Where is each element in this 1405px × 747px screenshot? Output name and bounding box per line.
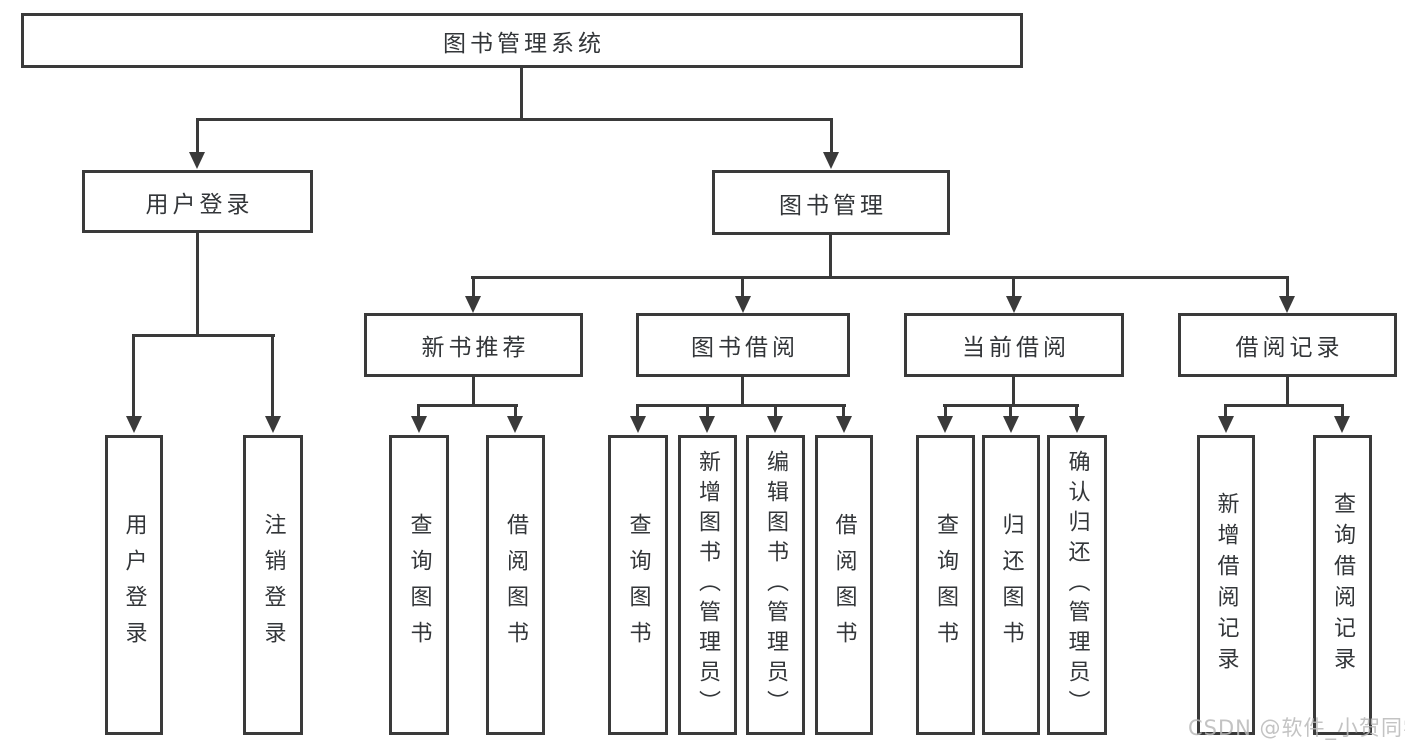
connector-line (636, 404, 639, 418)
connector-line (196, 118, 833, 121)
connector-line (829, 235, 832, 278)
arrow-down-icon (836, 416, 852, 433)
leaf-logout: 注销登录 (243, 435, 303, 735)
connector-line (472, 276, 475, 298)
leaf-record-add-label: 新增借阅记录 (1213, 492, 1239, 678)
arrow-down-icon (411, 416, 427, 433)
connector-line (417, 404, 420, 418)
node-root: 图书管理系统 (21, 13, 1023, 68)
leaf-record-add: 新增借阅记录 (1197, 435, 1255, 735)
leaf-bookborrow-edit-label: 编辑图书（管理员） (763, 450, 789, 720)
connector-line (1224, 404, 1344, 407)
leaf-current-query-label: 查询图书 (933, 513, 959, 657)
arrow-down-icon (823, 152, 839, 169)
leaf-current-return-label: 归还图书 (998, 513, 1024, 657)
node-new-book-recommend-label: 新书推荐 (421, 335, 530, 361)
connector-line (1286, 375, 1289, 406)
leaf-user-login: 用户登录 (105, 435, 163, 735)
connector-line (636, 404, 846, 407)
leaf-bookborrow-query-label: 查询图书 (625, 513, 651, 657)
leaf-current-query: 查询图书 (916, 435, 975, 735)
leaf-newbook-borrow: 借阅图书 (486, 435, 545, 735)
leaf-current-confirm: 确认归还（管理员） (1047, 435, 1107, 735)
connector-line (132, 334, 275, 337)
node-current-borrow-label: 当前借阅 (962, 335, 1070, 361)
arrow-down-icon (265, 416, 281, 433)
leaf-current-confirm-label: 确认归还（管理员） (1064, 450, 1090, 720)
arrow-down-icon (767, 416, 783, 433)
connector-line (514, 404, 517, 418)
arrow-down-icon (1069, 416, 1085, 433)
csdn-watermark: CSDN @软件_小贺同学 (1188, 716, 1405, 740)
arrow-down-icon (189, 152, 205, 169)
connector-line (472, 375, 475, 406)
connector-line (271, 334, 274, 418)
node-book-management: 图书管理 (712, 170, 950, 235)
node-borrow-record: 借阅记录 (1178, 313, 1397, 377)
connector-line (774, 404, 777, 418)
arrow-down-icon (465, 296, 481, 313)
arrow-down-icon (507, 416, 523, 433)
connector-line (830, 118, 833, 154)
arrow-down-icon (1003, 416, 1019, 433)
connector-line (1012, 375, 1015, 406)
connector-line (741, 375, 744, 406)
leaf-current-return: 归还图书 (982, 435, 1040, 735)
arrow-down-icon (1279, 296, 1295, 313)
connector-line (1224, 404, 1227, 418)
connector-line (417, 404, 518, 407)
arrow-down-icon (1006, 296, 1022, 313)
leaf-bookborrow-edit: 编辑图书（管理员） (746, 435, 805, 735)
arrow-down-icon (1218, 416, 1234, 433)
connector-line (196, 118, 199, 154)
arrow-down-icon (1334, 416, 1350, 433)
arrow-down-icon (630, 416, 646, 433)
node-user-login-label: 用户登录 (145, 191, 254, 218)
arrow-down-icon (699, 416, 715, 433)
node-new-book-recommend: 新书推荐 (364, 313, 583, 377)
connector-line (1012, 276, 1015, 298)
connector-line (741, 276, 744, 298)
leaf-record-query: 查询借阅记录 (1313, 435, 1372, 735)
leaf-newbook-borrow-label: 借阅图书 (503, 513, 529, 657)
leaf-record-query-label: 查询借阅记录 (1330, 492, 1356, 678)
leaf-bookborrow-lend: 借阅图书 (815, 435, 873, 735)
node-user-login: 用户登录 (82, 170, 313, 233)
connector-line (1341, 404, 1344, 418)
leaf-bookborrow-lend-label: 借阅图书 (831, 513, 857, 657)
connector-line (1075, 404, 1078, 418)
leaf-bookborrow-add: 新增图书（管理员） (678, 435, 737, 735)
connector-line (132, 334, 135, 418)
node-book-management-label: 图书管理 (779, 192, 887, 219)
arrow-down-icon (735, 296, 751, 313)
node-current-borrow: 当前借阅 (904, 313, 1124, 377)
leaf-user-login-label: 用户登录 (121, 513, 147, 657)
leaf-bookborrow-add-label: 新增图书（管理员） (695, 450, 721, 720)
node-root-label: 图书管理系统 (443, 30, 605, 57)
connector-line (706, 404, 709, 418)
connector-line (1286, 276, 1289, 298)
node-borrow-record-label: 借阅记录 (1235, 335, 1344, 361)
arrow-down-icon (126, 416, 142, 433)
node-book-borrow: 图书借阅 (636, 313, 850, 377)
arrow-down-icon (937, 416, 953, 433)
connector-line (520, 68, 523, 120)
connector-line (1009, 404, 1012, 418)
leaf-bookborrow-query: 查询图书 (608, 435, 668, 735)
leaf-newbook-query-label: 查询图书 (406, 513, 432, 657)
leaf-logout-label: 注销登录 (260, 513, 286, 657)
connector-line (196, 233, 199, 336)
connector-line (944, 404, 947, 418)
node-book-borrow-label: 图书借阅 (691, 335, 799, 361)
connector-line (471, 276, 1289, 279)
leaf-newbook-query: 查询图书 (389, 435, 449, 735)
connector-line (842, 404, 845, 418)
